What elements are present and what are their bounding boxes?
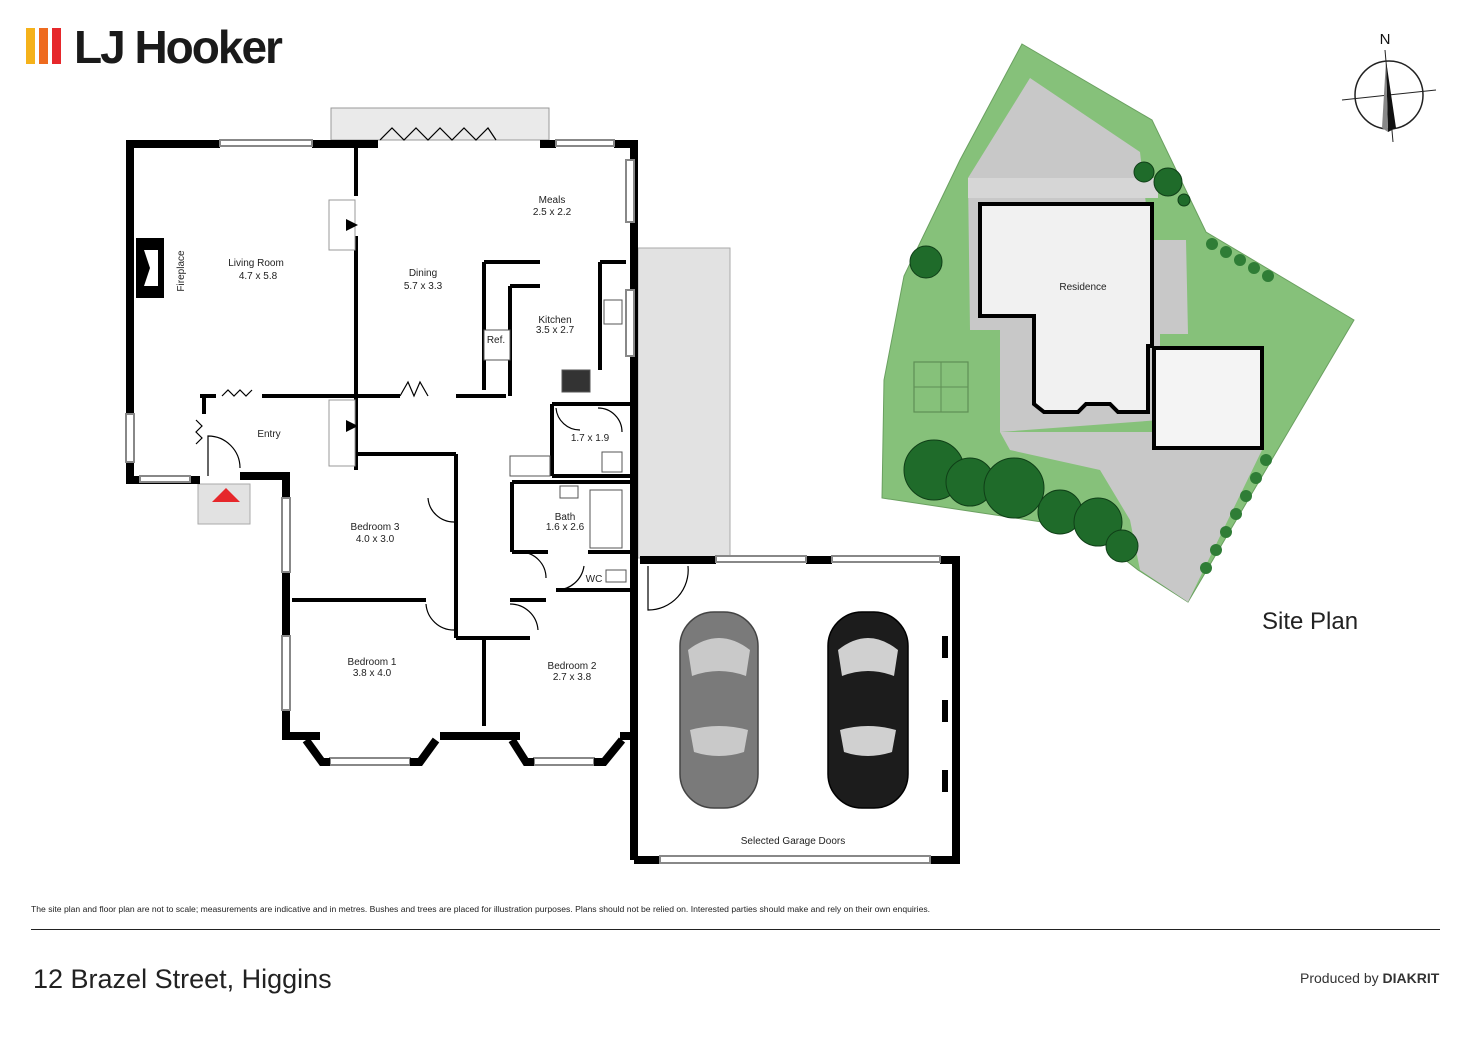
- room-bedroom2-size: 2.7 x 3.8: [553, 672, 592, 683]
- room-labels: Living Room 4.7 x 5.8 Dining 5.7 x 3.3 M…: [176, 195, 845, 847]
- side-driveway: [637, 247, 731, 559]
- room-meals: Meals: [539, 195, 566, 206]
- site-garage: [1152, 346, 1264, 450]
- fireplace-label: Fireplace: [176, 250, 187, 292]
- room-bedroom2: Bedroom 2: [548, 661, 597, 672]
- compass-north-label: N: [1380, 31, 1391, 48]
- site-driveway: [1000, 432, 1262, 602]
- stair-arrows: [328, 199, 358, 467]
- room-meals-size: 2.5 x 2.2: [533, 207, 572, 218]
- site-plan-title: Site Plan: [1262, 608, 1359, 635]
- room-bedroom1-size: 3.8 x 4.0: [353, 668, 392, 679]
- doors: [195, 127, 689, 631]
- ref-label: Ref.: [487, 335, 505, 346]
- logo-bar-red: [52, 28, 61, 64]
- room-bath: Bath: [555, 512, 576, 523]
- room-living: Living Room: [228, 258, 284, 269]
- residence-label: Residence: [1059, 282, 1107, 293]
- rear-deck: [330, 107, 550, 141]
- room-bedroom3: Bedroom 3: [351, 522, 400, 533]
- site-rear-deck: [968, 178, 1158, 198]
- disclaimer-text: The site plan and floor plan are not to …: [31, 904, 931, 914]
- logo-bar-orange: [39, 28, 48, 64]
- floor-plan: Living Room 4.7 x 5.8 Dining 5.7 x 3.3 M…: [125, 107, 960, 864]
- bay-windows: [302, 737, 626, 766]
- room-kitchen: Kitchen: [538, 315, 571, 326]
- logo-bar-yellow: [26, 28, 35, 64]
- property-address: 12 Brazel Street, Higgins: [33, 964, 332, 994]
- produced-brand: DIAKRIT: [1382, 970, 1440, 986]
- room-bedroom1: Bedroom 1: [348, 657, 397, 668]
- wc-label: WC: [586, 574, 603, 585]
- footer-divider: [31, 929, 1440, 930]
- north-compass-icon: N: [1341, 31, 1437, 143]
- site-hedge: [1200, 238, 1274, 574]
- laundry-size-label: 1.7 x 1.9: [571, 433, 610, 444]
- produced-by: Produced by DIAKRIT: [1300, 970, 1439, 986]
- entry-label: Entry: [257, 429, 280, 440]
- fireplace-icon: [136, 238, 164, 298]
- room-dining-size: 5.7 x 3.3: [404, 281, 443, 292]
- room-bedroom3-size: 4.0 x 3.0: [356, 534, 395, 545]
- logo-text: LJ Hooker: [74, 21, 283, 73]
- site-trees: [903, 161, 1191, 563]
- fixtures: [483, 299, 627, 583]
- car-black-icon: [827, 611, 909, 809]
- site-plan: Residence: [881, 43, 1355, 603]
- room-dining: Dining: [409, 268, 437, 279]
- room-bath-size: 1.6 x 2.6: [546, 522, 585, 533]
- car-grey-icon: [679, 611, 759, 809]
- produced-prefix: Produced by: [1300, 970, 1379, 986]
- site-residence: [978, 202, 1154, 414]
- garage-piers: [942, 636, 948, 792]
- garage-doors-label: Selected Garage Doors: [741, 836, 846, 847]
- floor-and-site-plan: Living Room 4.7 x 5.8 Dining 5.7 x 3.3 M…: [125, 31, 1437, 864]
- room-kitchen-size: 3.5 x 2.7: [536, 325, 575, 336]
- entry-marker: [212, 488, 240, 502]
- room-living-size: 4.7 x 5.8: [239, 271, 278, 282]
